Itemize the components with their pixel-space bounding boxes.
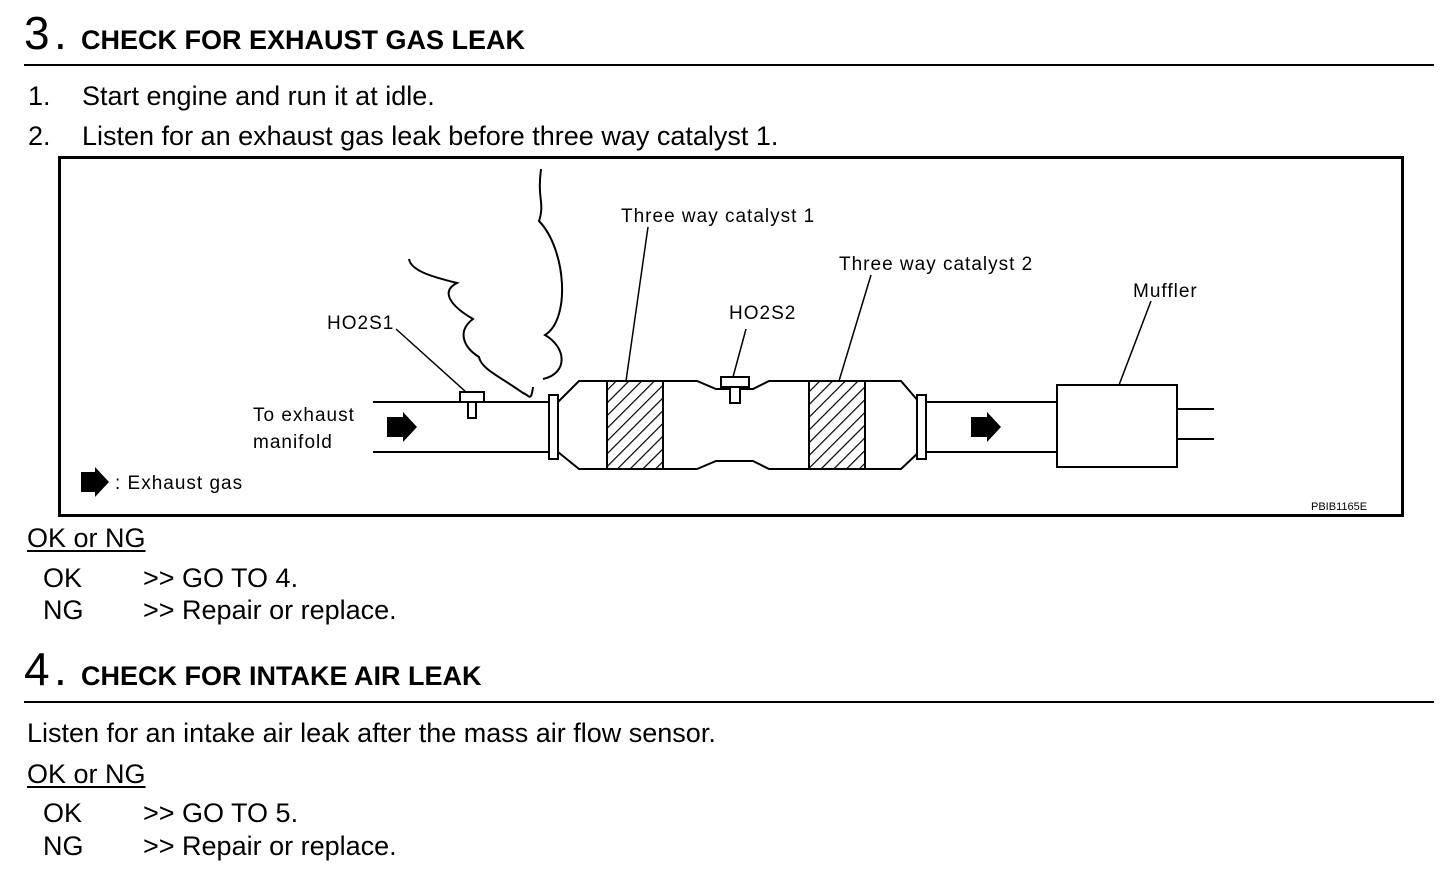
ho2s1-sensor-base: [467, 401, 477, 419]
step-3-ok-key: OK: [43, 563, 83, 593]
muffler-leader: [1118, 300, 1152, 386]
legend-label: : Exhaust gas: [115, 473, 243, 494]
flange-1: [548, 394, 559, 460]
muffler-label: Muffler: [1133, 281, 1198, 302]
to-exhaust-label: To exhaust: [253, 405, 355, 426]
step-3-ng-key: NG: [43, 595, 84, 625]
ho2s2-label: HO2S2: [729, 303, 796, 324]
catalyst-1-brick: [606, 380, 664, 470]
step-4-ok-key: OK: [43, 798, 83, 828]
step-3-divider: [24, 64, 1434, 66]
exhaust-flow-arrow: [387, 412, 417, 442]
catalyst-2-label: Three way catalyst 2: [839, 254, 1033, 275]
exhaust-system-diagram: Three way catalyst 1 Three way catalyst …: [81, 168, 1367, 513]
step-3-ok-or-ng: OK or NG: [27, 523, 146, 553]
catalyst-2-brick: [808, 380, 866, 470]
step-4-instruction: Listen for an intake air leak after the …: [27, 718, 716, 748]
step-4-ng-key: NG: [43, 831, 84, 861]
step-4-divider: [24, 701, 1434, 703]
muffler-box: [1056, 384, 1178, 468]
ho2s1-label: HO2S1: [327, 313, 394, 334]
step-3-title: CHECK FOR EXHAUST GAS LEAK: [81, 25, 526, 55]
step-3-ok-value: >> GO TO 4.: [143, 563, 299, 593]
ho2s1-sensor: [459, 391, 485, 403]
ho2s2-sensor: [720, 376, 750, 388]
step-4-title: CHECK FOR INTAKE AIR LEAK: [81, 661, 482, 691]
ho2s1-leader: [395, 328, 467, 393]
step-3-dot: .: [54, 7, 67, 59]
instruction-2-text: Listen for an exhaust gas leak before th…: [82, 121, 779, 151]
ho2s2-leader: [732, 328, 747, 378]
step-3-number: 3: [24, 7, 50, 59]
catalyst-1-leader: [625, 226, 649, 382]
smoke-cloud: [408, 168, 564, 398]
catalyst-1-label: Three way catalyst 1: [621, 206, 815, 227]
step-3-ng-value: >> Repair or replace.: [143, 595, 397, 625]
instruction-2-number: 2.: [28, 121, 51, 151]
legend-arrow-icon: [81, 467, 109, 497]
flange-2: [916, 394, 927, 460]
instruction-1-text: Start engine and run it at idle.: [82, 81, 435, 111]
exhaust-flow-arrow: [971, 412, 1001, 442]
figure-code: PBIB1165E: [1311, 501, 1367, 513]
exhaust-system-figure: Three way catalyst 1 Three way catalyst …: [58, 156, 1404, 517]
step-4-ng-value: >> Repair or replace.: [143, 831, 397, 861]
catalyst-2-leader: [838, 274, 872, 382]
manifold-label: manifold: [253, 432, 333, 453]
step-4-number: 4: [24, 643, 50, 695]
instruction-1-number: 1.: [28, 81, 51, 111]
step-4-dot: .: [54, 643, 67, 695]
step-4-ok-or-ng: OK or NG: [27, 759, 146, 789]
step-4-ok-value: >> GO TO 5.: [143, 798, 299, 828]
ho2s2-sensor-base: [729, 386, 741, 404]
